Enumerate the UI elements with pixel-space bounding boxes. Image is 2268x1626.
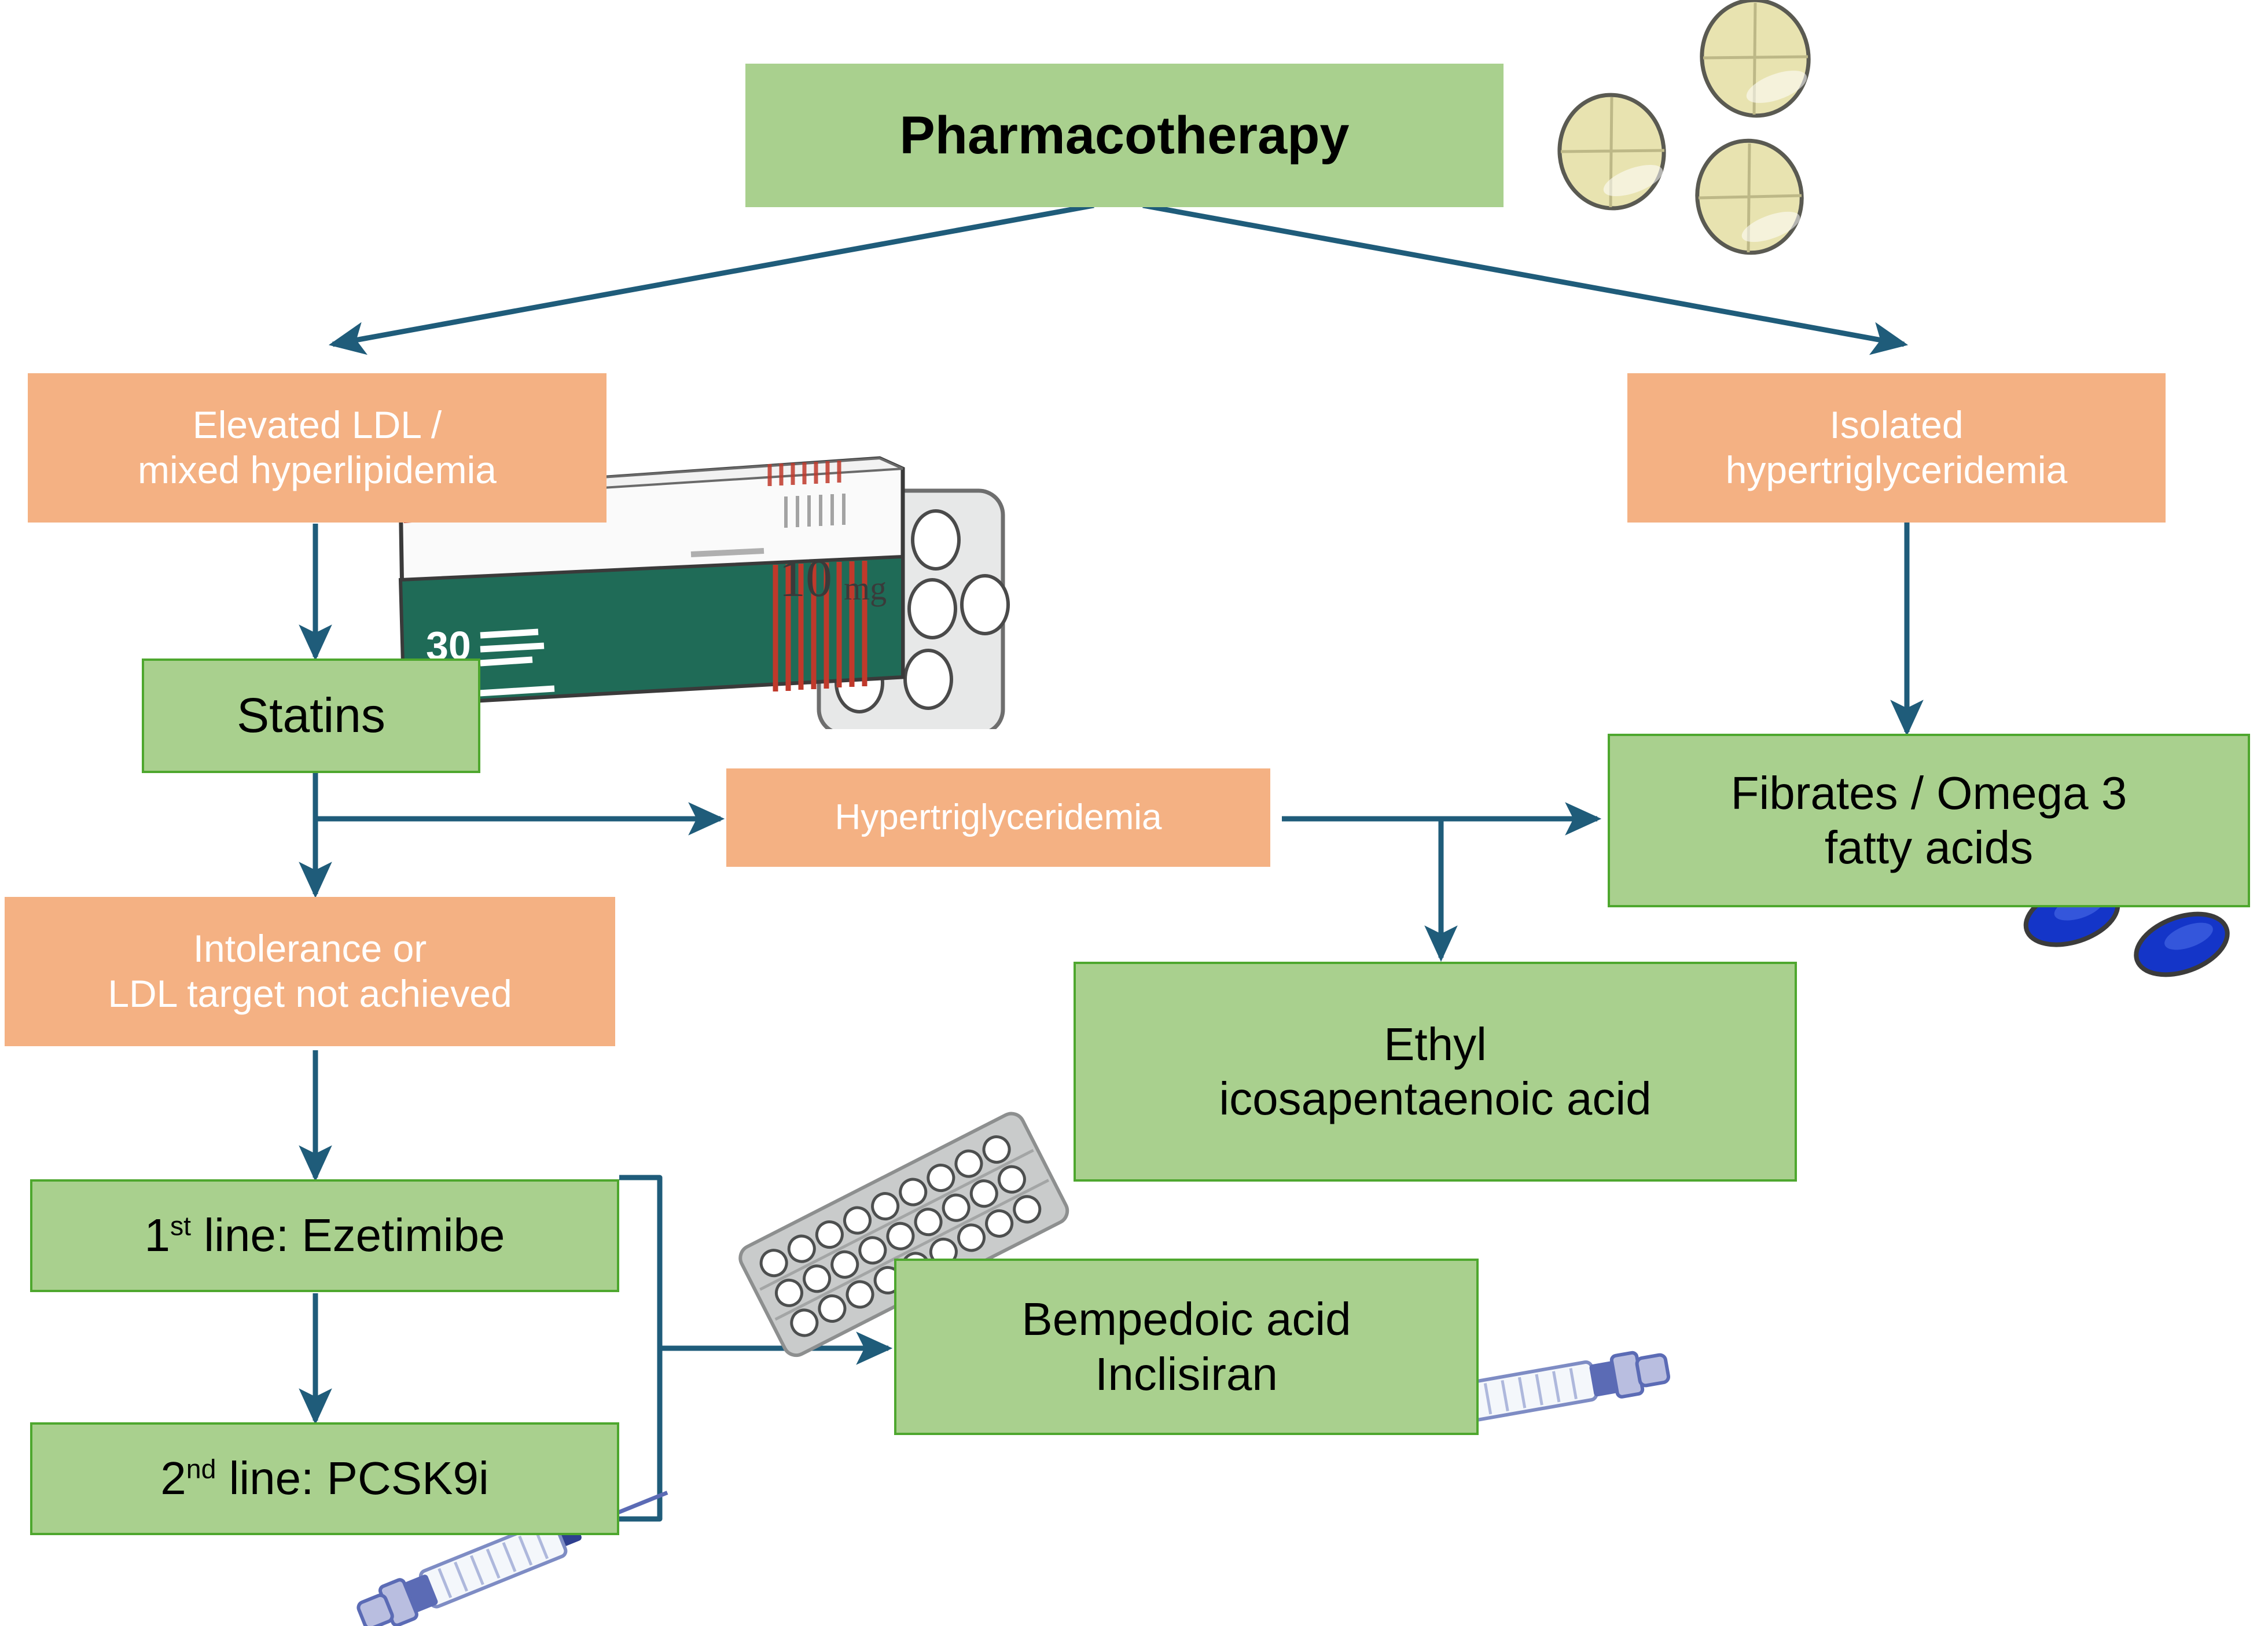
svg-text:10: 10 — [779, 549, 832, 608]
node-ethyl-epa-label: Ethyl icosapentaenoic acid — [1219, 1018, 1652, 1124]
node-hypertriglyceridemia[interactable]: Hypertriglyceridemia — [726, 768, 1270, 867]
node-fibrates-omega3-label: Fibrates / Omega 3 fatty acids — [1730, 767, 2127, 873]
node-ethyl-icosapentaenoic-acid[interactable]: Ethyl icosapentaenoic acid — [1074, 962, 1797, 1182]
node-intolerance[interactable]: Intolerance or LDL target not achieved — [5, 897, 615, 1046]
svg-text:mg: mg — [844, 569, 887, 607]
node-elevated-ldl[interactable]: Elevated LDL / mixed hyperlipidemia — [28, 373, 606, 523]
second-line-prefix: 2 — [160, 1452, 186, 1504]
node-first-line-label: 1st line: Ezetimibe — [144, 1208, 505, 1263]
node-statins[interactable]: Statins — [142, 659, 480, 773]
node-bempedoic-inclisiran[interactable]: Bempedoic acid Inclisiran — [894, 1259, 1479, 1435]
node-first-line-ezetimibe[interactable]: 1st line: Ezetimibe — [30, 1179, 619, 1292]
first-line-prefix: 1 — [144, 1209, 170, 1261]
node-hypertriglyceridemia-label: Hypertriglyceridemia — [835, 797, 1162, 838]
node-isolated-htg-label: Isolated hypertriglyceridemia — [1725, 403, 2068, 491]
node-pharmacotherapy[interactable]: Pharmacotherapy — [745, 64, 1504, 207]
second-line-sup: nd — [186, 1454, 216, 1484]
first-line-sup: st — [170, 1211, 192, 1241]
first-line-suffix: line: Ezetimibe — [191, 1209, 505, 1261]
node-elevated-ldl-label: Elevated LDL / mixed hyperlipidemia — [138, 403, 497, 491]
bracket-ezetimibe-pcsk9i — [619, 1175, 663, 1522]
node-intolerance-label: Intolerance or LDL target not achieved — [108, 927, 512, 1015]
second-line-suffix: line: PCSK9i — [216, 1452, 489, 1504]
node-fibrates-omega3[interactable]: Fibrates / Omega 3 fatty acids — [1608, 734, 2250, 907]
node-statins-label: Statins — [237, 688, 385, 743]
node-pharmacotherapy-label: Pharmacotherapy — [899, 105, 1350, 165]
edge-root-to-elevated-ldl — [328, 203, 1094, 355]
node-bempedoic-label: Bempedoic acid Inclisiran — [1021, 1293, 1351, 1400]
node-second-line-pcsk9i[interactable]: 2nd line: PCSK9i — [30, 1422, 619, 1535]
node-second-line-label: 2nd line: PCSK9i — [160, 1451, 488, 1506]
scored-tablets-artwork — [1557, 0, 1811, 255]
edge-root-to-isolated-htg — [1142, 203, 1909, 355]
node-isolated-hypertriglyceridemia[interactable]: Isolated hypertriglyceridemia — [1627, 373, 2166, 523]
